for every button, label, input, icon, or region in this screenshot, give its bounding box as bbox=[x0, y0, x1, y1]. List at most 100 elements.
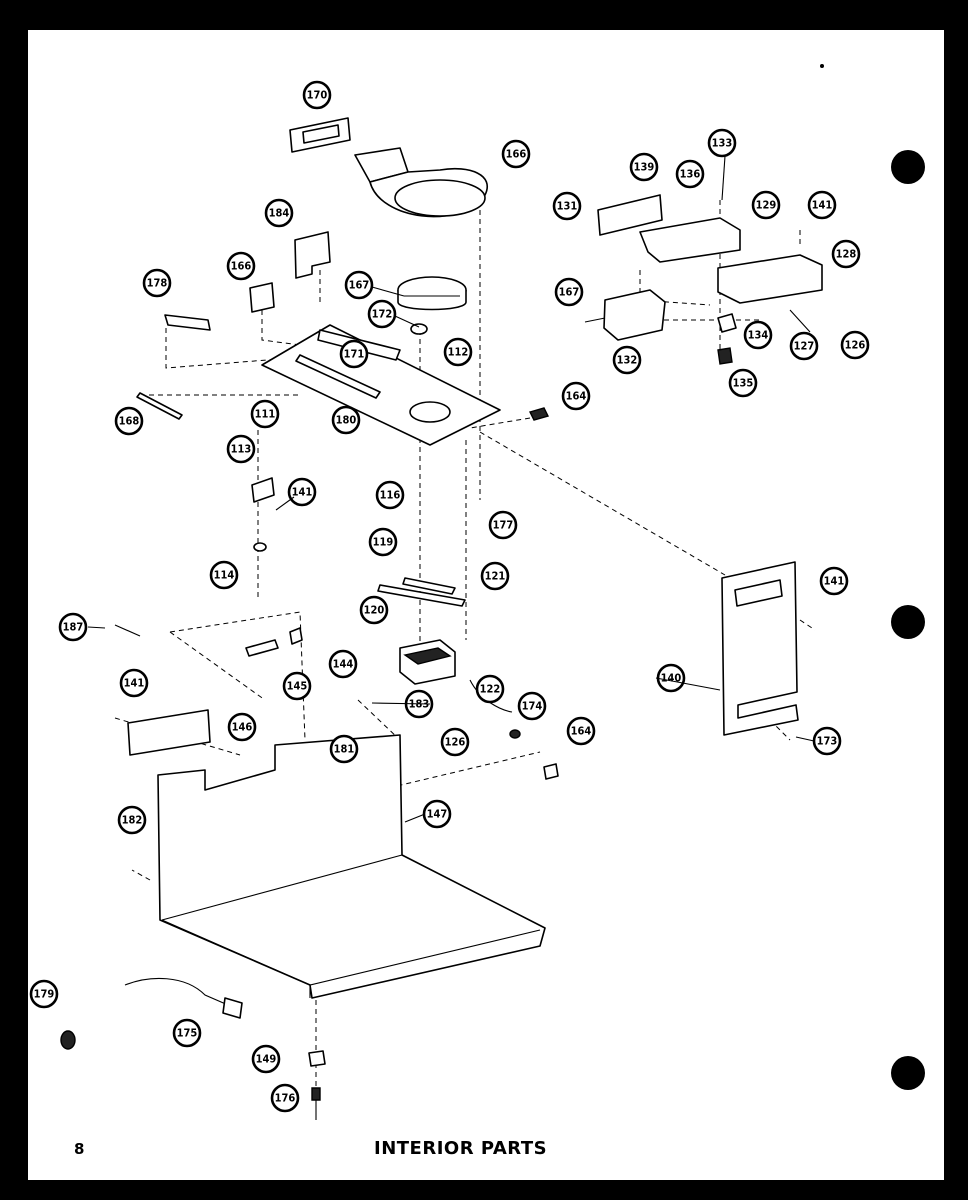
svg-text:171: 171 bbox=[344, 348, 365, 361]
part-screw-187 bbox=[114, 624, 141, 637]
part-washer-172 bbox=[410, 323, 428, 335]
callout-170: 170 bbox=[302, 80, 332, 110]
callout-173: 173 bbox=[812, 726, 842, 756]
svg-text:122: 122 bbox=[480, 683, 501, 696]
callout-112: 112 bbox=[443, 337, 473, 367]
part-spring-127 bbox=[789, 309, 811, 333]
svg-text:173: 173 bbox=[817, 735, 838, 748]
svg-text:177: 177 bbox=[493, 519, 514, 532]
part-bracket-113 bbox=[251, 477, 275, 503]
svg-text:135: 135 bbox=[733, 377, 754, 390]
part-foot-149 bbox=[308, 1050, 326, 1067]
callout-111: 111 bbox=[250, 399, 280, 429]
callout-134: 134 bbox=[743, 320, 773, 350]
svg-text:164: 164 bbox=[566, 390, 587, 403]
callout-167: 167 bbox=[344, 270, 374, 300]
part-blower-wheel-167 bbox=[397, 276, 467, 311]
svg-text:129: 129 bbox=[756, 199, 777, 212]
part-spring-135 bbox=[717, 347, 733, 365]
svg-text:121: 121 bbox=[485, 570, 506, 583]
part-cabinet-147 bbox=[157, 734, 546, 999]
callout-131: 131 bbox=[552, 191, 582, 221]
svg-text:112: 112 bbox=[448, 346, 469, 359]
svg-text:120: 120 bbox=[364, 604, 385, 617]
callout-177: 177 bbox=[488, 510, 518, 540]
part-bracket-178 bbox=[164, 314, 211, 331]
part-holder-145 bbox=[245, 639, 279, 657]
svg-text:133: 133 bbox=[712, 137, 733, 150]
callout-122: 122 bbox=[475, 674, 505, 704]
svg-text:184: 184 bbox=[269, 207, 290, 220]
svg-text:172: 172 bbox=[372, 308, 393, 321]
binder-hole bbox=[891, 605, 925, 639]
svg-text:139: 139 bbox=[634, 161, 655, 174]
part-plate-146 bbox=[127, 709, 211, 756]
callout-179: 179 bbox=[29, 979, 59, 1009]
svg-text:149: 149 bbox=[256, 1053, 277, 1066]
callout-141c: 141 bbox=[807, 190, 837, 220]
callout-146: 146 bbox=[227, 712, 257, 742]
svg-text:141: 141 bbox=[824, 575, 845, 588]
part-gasket-170 bbox=[289, 117, 351, 153]
callout-181: 181 bbox=[329, 734, 359, 764]
callout-126: 126 bbox=[440, 727, 470, 757]
callout-119: 119 bbox=[368, 527, 398, 557]
svg-text:116: 116 bbox=[380, 489, 401, 502]
svg-text:126: 126 bbox=[445, 736, 466, 749]
binder-hole bbox=[891, 1056, 925, 1090]
callout-171: 171 bbox=[339, 339, 369, 369]
part-bushing-114 bbox=[253, 542, 267, 552]
part-power-cord-175 bbox=[124, 977, 243, 1019]
callout-178: 178 bbox=[142, 268, 172, 298]
callout-132: 132 bbox=[612, 345, 642, 375]
callout-121: 121 bbox=[480, 561, 510, 591]
callout-144: 144 bbox=[328, 649, 358, 679]
svg-text:141: 141 bbox=[292, 486, 313, 499]
part-blower-housing-166 bbox=[354, 147, 488, 218]
callout-116: 116 bbox=[375, 480, 405, 510]
part-bracket-120 bbox=[377, 577, 466, 607]
svg-text:166: 166 bbox=[506, 148, 527, 161]
callout-141b: 141 bbox=[119, 668, 149, 698]
page-number: 8 bbox=[74, 1140, 85, 1158]
part-clip-164b bbox=[543, 763, 559, 780]
svg-text:113: 113 bbox=[231, 443, 252, 456]
part-grommet-179 bbox=[60, 1030, 76, 1050]
part-plate-184 bbox=[294, 231, 331, 279]
svg-text:136: 136 bbox=[680, 168, 701, 181]
svg-text:127: 127 bbox=[794, 340, 815, 353]
callout-149: 149 bbox=[251, 1044, 281, 1074]
part-latch-134 bbox=[717, 313, 737, 333]
callout-164b: 164 bbox=[566, 716, 596, 746]
binder-hole bbox=[891, 150, 925, 184]
svg-text:141: 141 bbox=[812, 199, 833, 212]
callout-133: 133 bbox=[707, 128, 737, 158]
callout-180: 180 bbox=[331, 405, 361, 435]
svg-text:164: 164 bbox=[571, 725, 592, 738]
svg-text:187: 187 bbox=[63, 621, 84, 634]
callout-141: 141 bbox=[287, 477, 317, 507]
callout-166: 166 bbox=[501, 139, 531, 169]
svg-text:168: 168 bbox=[119, 415, 140, 428]
callout-176: 176 bbox=[270, 1083, 300, 1113]
part-panel-140 bbox=[721, 561, 799, 736]
callout-129: 129 bbox=[751, 190, 781, 220]
callout-120: 120 bbox=[359, 595, 389, 625]
svg-text:176: 176 bbox=[275, 1092, 296, 1105]
callout-139: 139 bbox=[629, 152, 659, 182]
svg-text:181: 181 bbox=[334, 743, 355, 756]
svg-text:119: 119 bbox=[373, 536, 394, 549]
svg-text:131: 131 bbox=[557, 200, 578, 213]
callout-135: 135 bbox=[728, 368, 758, 398]
callout-172: 172 bbox=[367, 299, 397, 329]
svg-text:167: 167 bbox=[559, 286, 580, 299]
svg-text:114: 114 bbox=[214, 569, 235, 582]
callout-167b: 167 bbox=[554, 277, 584, 307]
svg-text:147: 147 bbox=[427, 808, 448, 821]
svg-text:180: 180 bbox=[336, 414, 357, 427]
svg-text:144: 144 bbox=[333, 658, 354, 671]
part-screw-176 bbox=[311, 1087, 321, 1120]
callout-141d: 141 bbox=[819, 566, 849, 596]
page-title: INTERIOR PARTS bbox=[374, 1138, 548, 1159]
